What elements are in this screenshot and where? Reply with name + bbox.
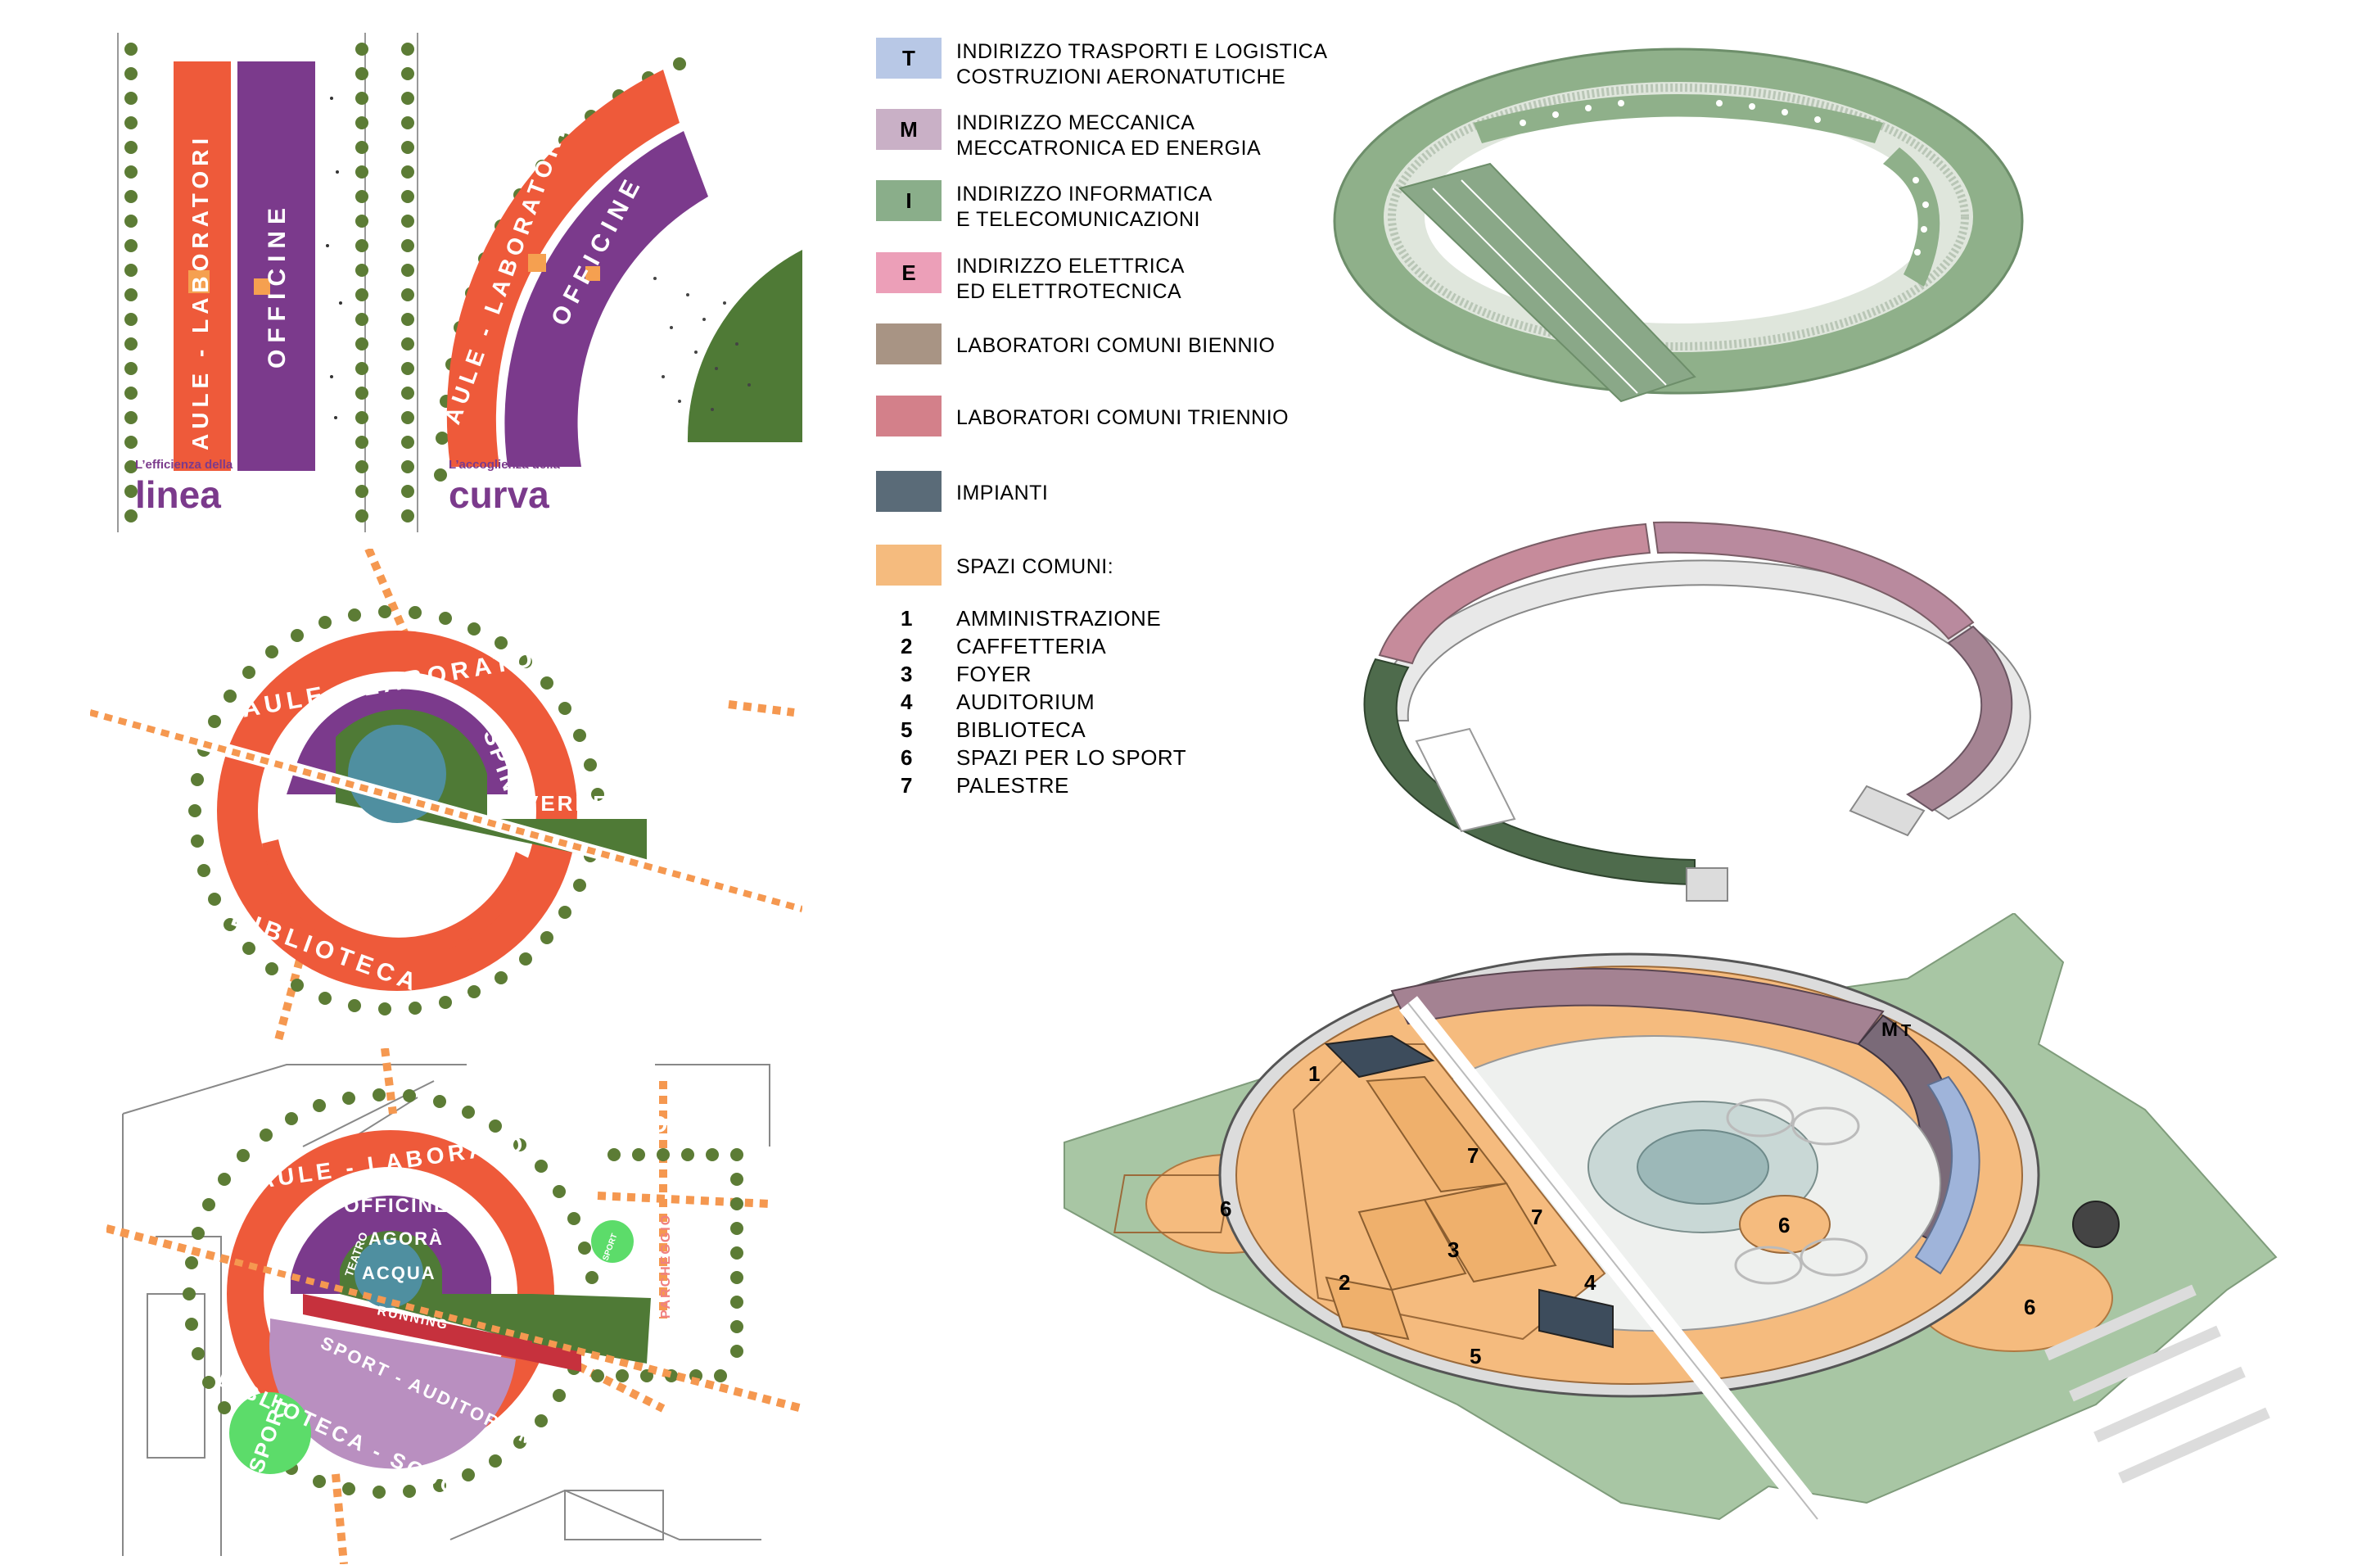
legend-swatch: M: [876, 109, 942, 150]
officine-text: OFFICINE: [344, 1195, 449, 1217]
legend-label: INDIRIZZO MECCANICA MECCATRONICA ED ENER…: [956, 111, 1262, 160]
linea-caption: L’efficienza della: [135, 458, 233, 472]
numbered-item: 7 PALESTRE: [901, 773, 1392, 801]
axo-tag-t: T: [1901, 1022, 1911, 1040]
numbered-item-number: 2: [901, 634, 913, 658]
legend-item-trasporti: T INDIRIZZO TRASPORTI E LOGISTICA COSTRU…: [876, 38, 1449, 88]
legend-swatch: T: [876, 38, 942, 79]
curve-green-area: [687, 250, 802, 442]
axo-tag-m: M: [1881, 1019, 1898, 1041]
diagram-site: AULE - LABORATORI - SCUOLA OFFICINE AGOR…: [106, 1048, 802, 1564]
axo-label-6-east: 6: [2024, 1295, 2035, 1319]
sport-green-circle: [229, 1392, 311, 1474]
tree-row-right: [355, 43, 368, 522]
tree-row-left: [124, 43, 138, 522]
legend-item-impianti: IMPIANTI: [876, 471, 1449, 520]
axo-label-1: 1: [1308, 1061, 1320, 1086]
legend-item-meccanica: M INDIRIZZO MECCANICA MECCATRONICA ED EN…: [876, 109, 1449, 160]
tree-column: [401, 43, 414, 522]
legend-item-spazi-comuni: SPAZI COMUNI:: [876, 545, 1449, 594]
legend-item-elettrica: E INDIRIZZO ELETTRICA ED ELETTROTECNICA: [876, 252, 1449, 303]
curve-band-officine: [504, 131, 708, 467]
numbered-item-number: 7: [901, 773, 913, 798]
sport-auditorium-area: [269, 1318, 516, 1469]
curva-caption: L’accoglienza della: [449, 458, 561, 472]
numbered-item-label: BIBLIOTECA: [956, 717, 1086, 742]
running-track: [303, 1294, 581, 1372]
curve-band-aule: [446, 70, 680, 467]
linea-word: linea: [135, 473, 221, 516]
numbered-item-number: 3: [901, 662, 913, 686]
legend-swatch: [876, 323, 942, 364]
acqua-circle: [355, 1239, 423, 1308]
legend-swatch: I: [876, 180, 942, 221]
numbered-item: 5 BIBLIOTECA: [901, 717, 1392, 745]
numbered-item-number: 4: [901, 690, 913, 714]
acqua-text: ACQUA: [362, 1263, 436, 1283]
numbered-item-number: 5: [901, 717, 913, 742]
axo-label-4: 4: [1584, 1270, 1596, 1295]
linea-band1-text: AULE - LABORATORI: [187, 133, 213, 450]
legend-swatch: [876, 396, 942, 436]
legend-swatch: [876, 545, 942, 586]
numbered-item-label: AUDITORIUM: [956, 690, 1095, 714]
numbered-item-label: FOYER: [956, 662, 1032, 686]
curva-word: curva: [449, 473, 549, 516]
linea-band2-text: OFFICINE: [264, 201, 291, 369]
axo-label-2: 2: [1339, 1270, 1350, 1295]
numbered-item-label: PALESTRE: [956, 773, 1069, 798]
axo-ring-middle: [1363, 521, 2031, 902]
numbered-item: 1 AMMINISTRAZIONE: [901, 606, 1392, 634]
legend-label: SPAZI COMUNI:: [956, 555, 1114, 578]
legend-swatch: E: [876, 252, 942, 293]
axo-label-6-center: 6: [1778, 1213, 1790, 1237]
legend: T INDIRIZZO TRASPORTI E LOGISTICA COSTRU…: [876, 33, 1449, 819]
concept-linea: AULE - LABORATORI OFFICINE L’efficienza …: [117, 33, 368, 532]
numbered-item: 4 AUDITORIUM: [901, 690, 1392, 717]
axo-label-6-west: 6: [1220, 1196, 1231, 1221]
legend-item-informatica: I INDIRIZZO INFORMATICA E TELECOMUNICAZI…: [876, 180, 1449, 231]
axo-label-3: 3: [1447, 1237, 1459, 1262]
legend-item-triennio: LABORATORI COMUNI TRIENNIO: [876, 396, 1449, 445]
legend-label: INDIRIZZO INFORMATICA E TELECOMUNICAZION…: [956, 183, 1213, 231]
agora-text: AGORÀ: [368, 1228, 444, 1249]
legend-label: INDIRIZZO TRASPORTI E LOGISTICA COSTRUZI…: [956, 40, 1328, 88]
numbered-item-label: SPAZI PER LO SPORT: [956, 745, 1187, 770]
numbered-item-number: 1: [901, 606, 913, 631]
concept-curva: AULE - LABORATORI OFFICINE L’accoglienza…: [401, 33, 802, 532]
legend-label: LABORATORI COMUNI TRIENNIO: [956, 406, 1289, 429]
small-green-circle: [591, 1220, 634, 1263]
band-aule-laboratori: [174, 61, 231, 471]
axo-ring-upper: [1333, 47, 2024, 403]
axo-label-7-lower: 7: [1531, 1205, 1542, 1229]
parcheggio-text: PARCHEGGIO: [659, 1214, 673, 1318]
axo-label-7-upper: 7: [1467, 1143, 1479, 1168]
numbered-item: 6 SPAZI PER LO SPORT: [901, 745, 1392, 773]
numbered-item-number: 6: [901, 745, 913, 770]
numbered-item-label: CAFFETTERIA: [956, 634, 1107, 658]
numbered-item: 3 FOYER: [901, 662, 1392, 690]
legend-swatch: [876, 471, 942, 512]
diagram-circle: AULE - LABORATORI - SCUOLA BIBLIOTECA - …: [90, 549, 802, 1040]
legend-item-biennio: LABORATORI COMUNI BIENNIO: [876, 323, 1449, 373]
axo-label-5: 5: [1470, 1344, 1481, 1368]
axo-site-plan: 1 2 3 4 5 6 6 6 7 7 M T: [1064, 913, 2278, 1527]
circle-verde-text: VERDE: [524, 791, 610, 816]
numbered-item: 2 CAFFETTERIA: [901, 634, 1392, 662]
legend-label: INDIRIZZO ELETTRICA ED ELETTROTECNICA: [956, 255, 1185, 303]
numbered-item-label: AMMINISTRAZIONE: [956, 606, 1162, 631]
legend-label: LABORATORI COMUNI BIENNIO: [956, 334, 1276, 357]
band-officine: [237, 61, 315, 471]
legend-label: IMPIANTI: [956, 482, 1049, 504]
